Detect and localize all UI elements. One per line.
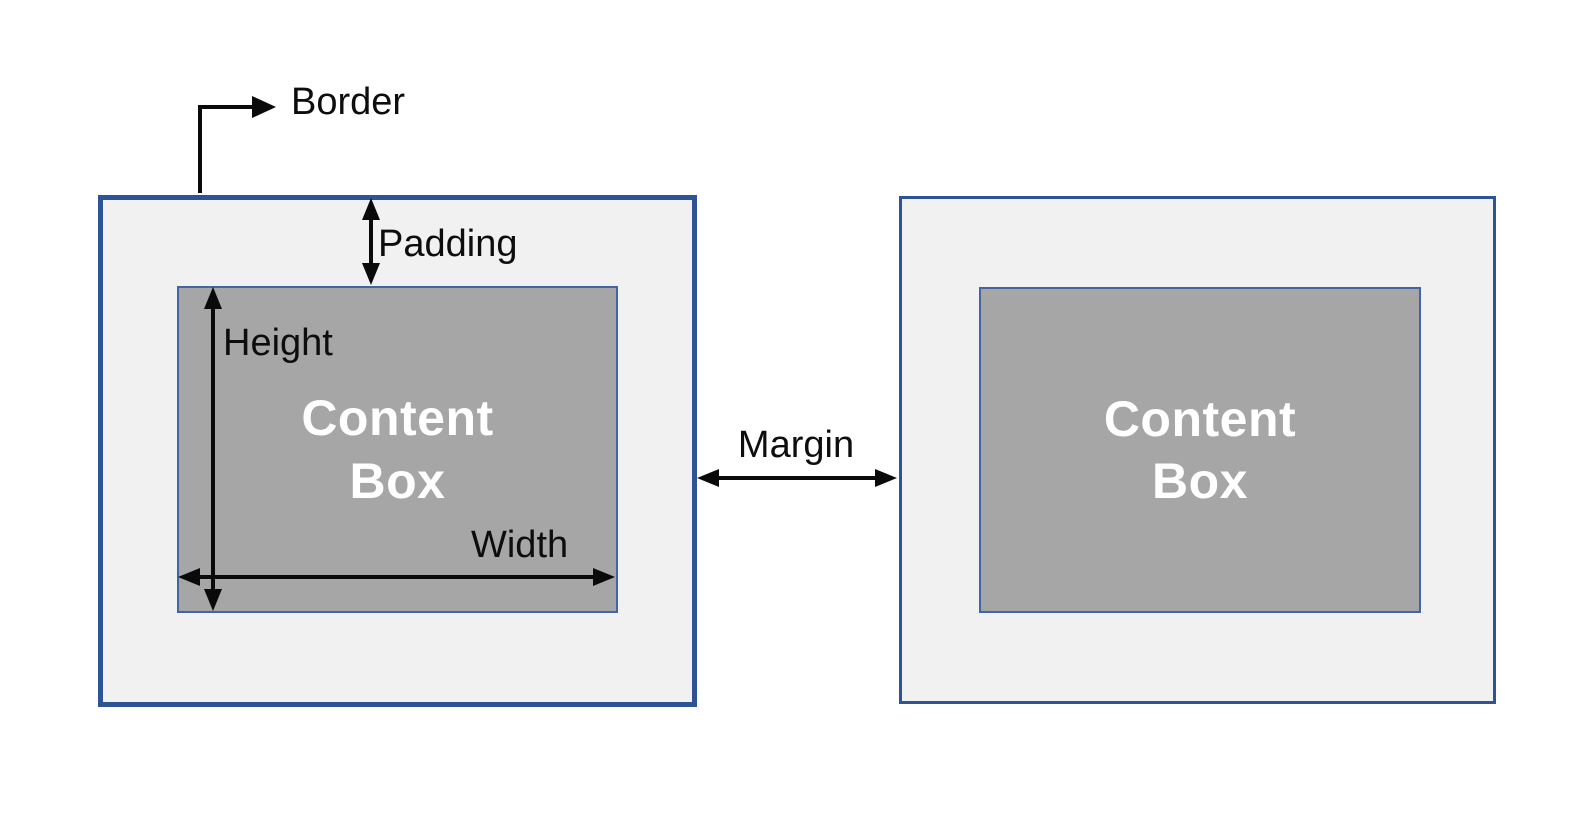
- content-label-line2: Box: [349, 452, 446, 509]
- content-label-line1: Content: [1103, 390, 1297, 447]
- border-label: Border: [291, 81, 406, 123]
- height-label: Height: [223, 322, 333, 364]
- width-label: Width: [471, 524, 569, 566]
- margin-label: Margin: [737, 424, 855, 466]
- left-content-box: Content Box: [177, 286, 618, 613]
- right-content-box: Content Box: [979, 287, 1421, 613]
- content-label-line2: Box: [1152, 453, 1248, 509]
- left-content-box-label: Content Box: [301, 387, 493, 512]
- padding-label: Padding: [378, 223, 518, 265]
- border-arrow-icon: [198, 96, 276, 193]
- content-label-line1: Content: [301, 390, 494, 446]
- right-content-box-label: Content Box: [1104, 388, 1296, 513]
- margin-arrow-icon: [697, 469, 897, 487]
